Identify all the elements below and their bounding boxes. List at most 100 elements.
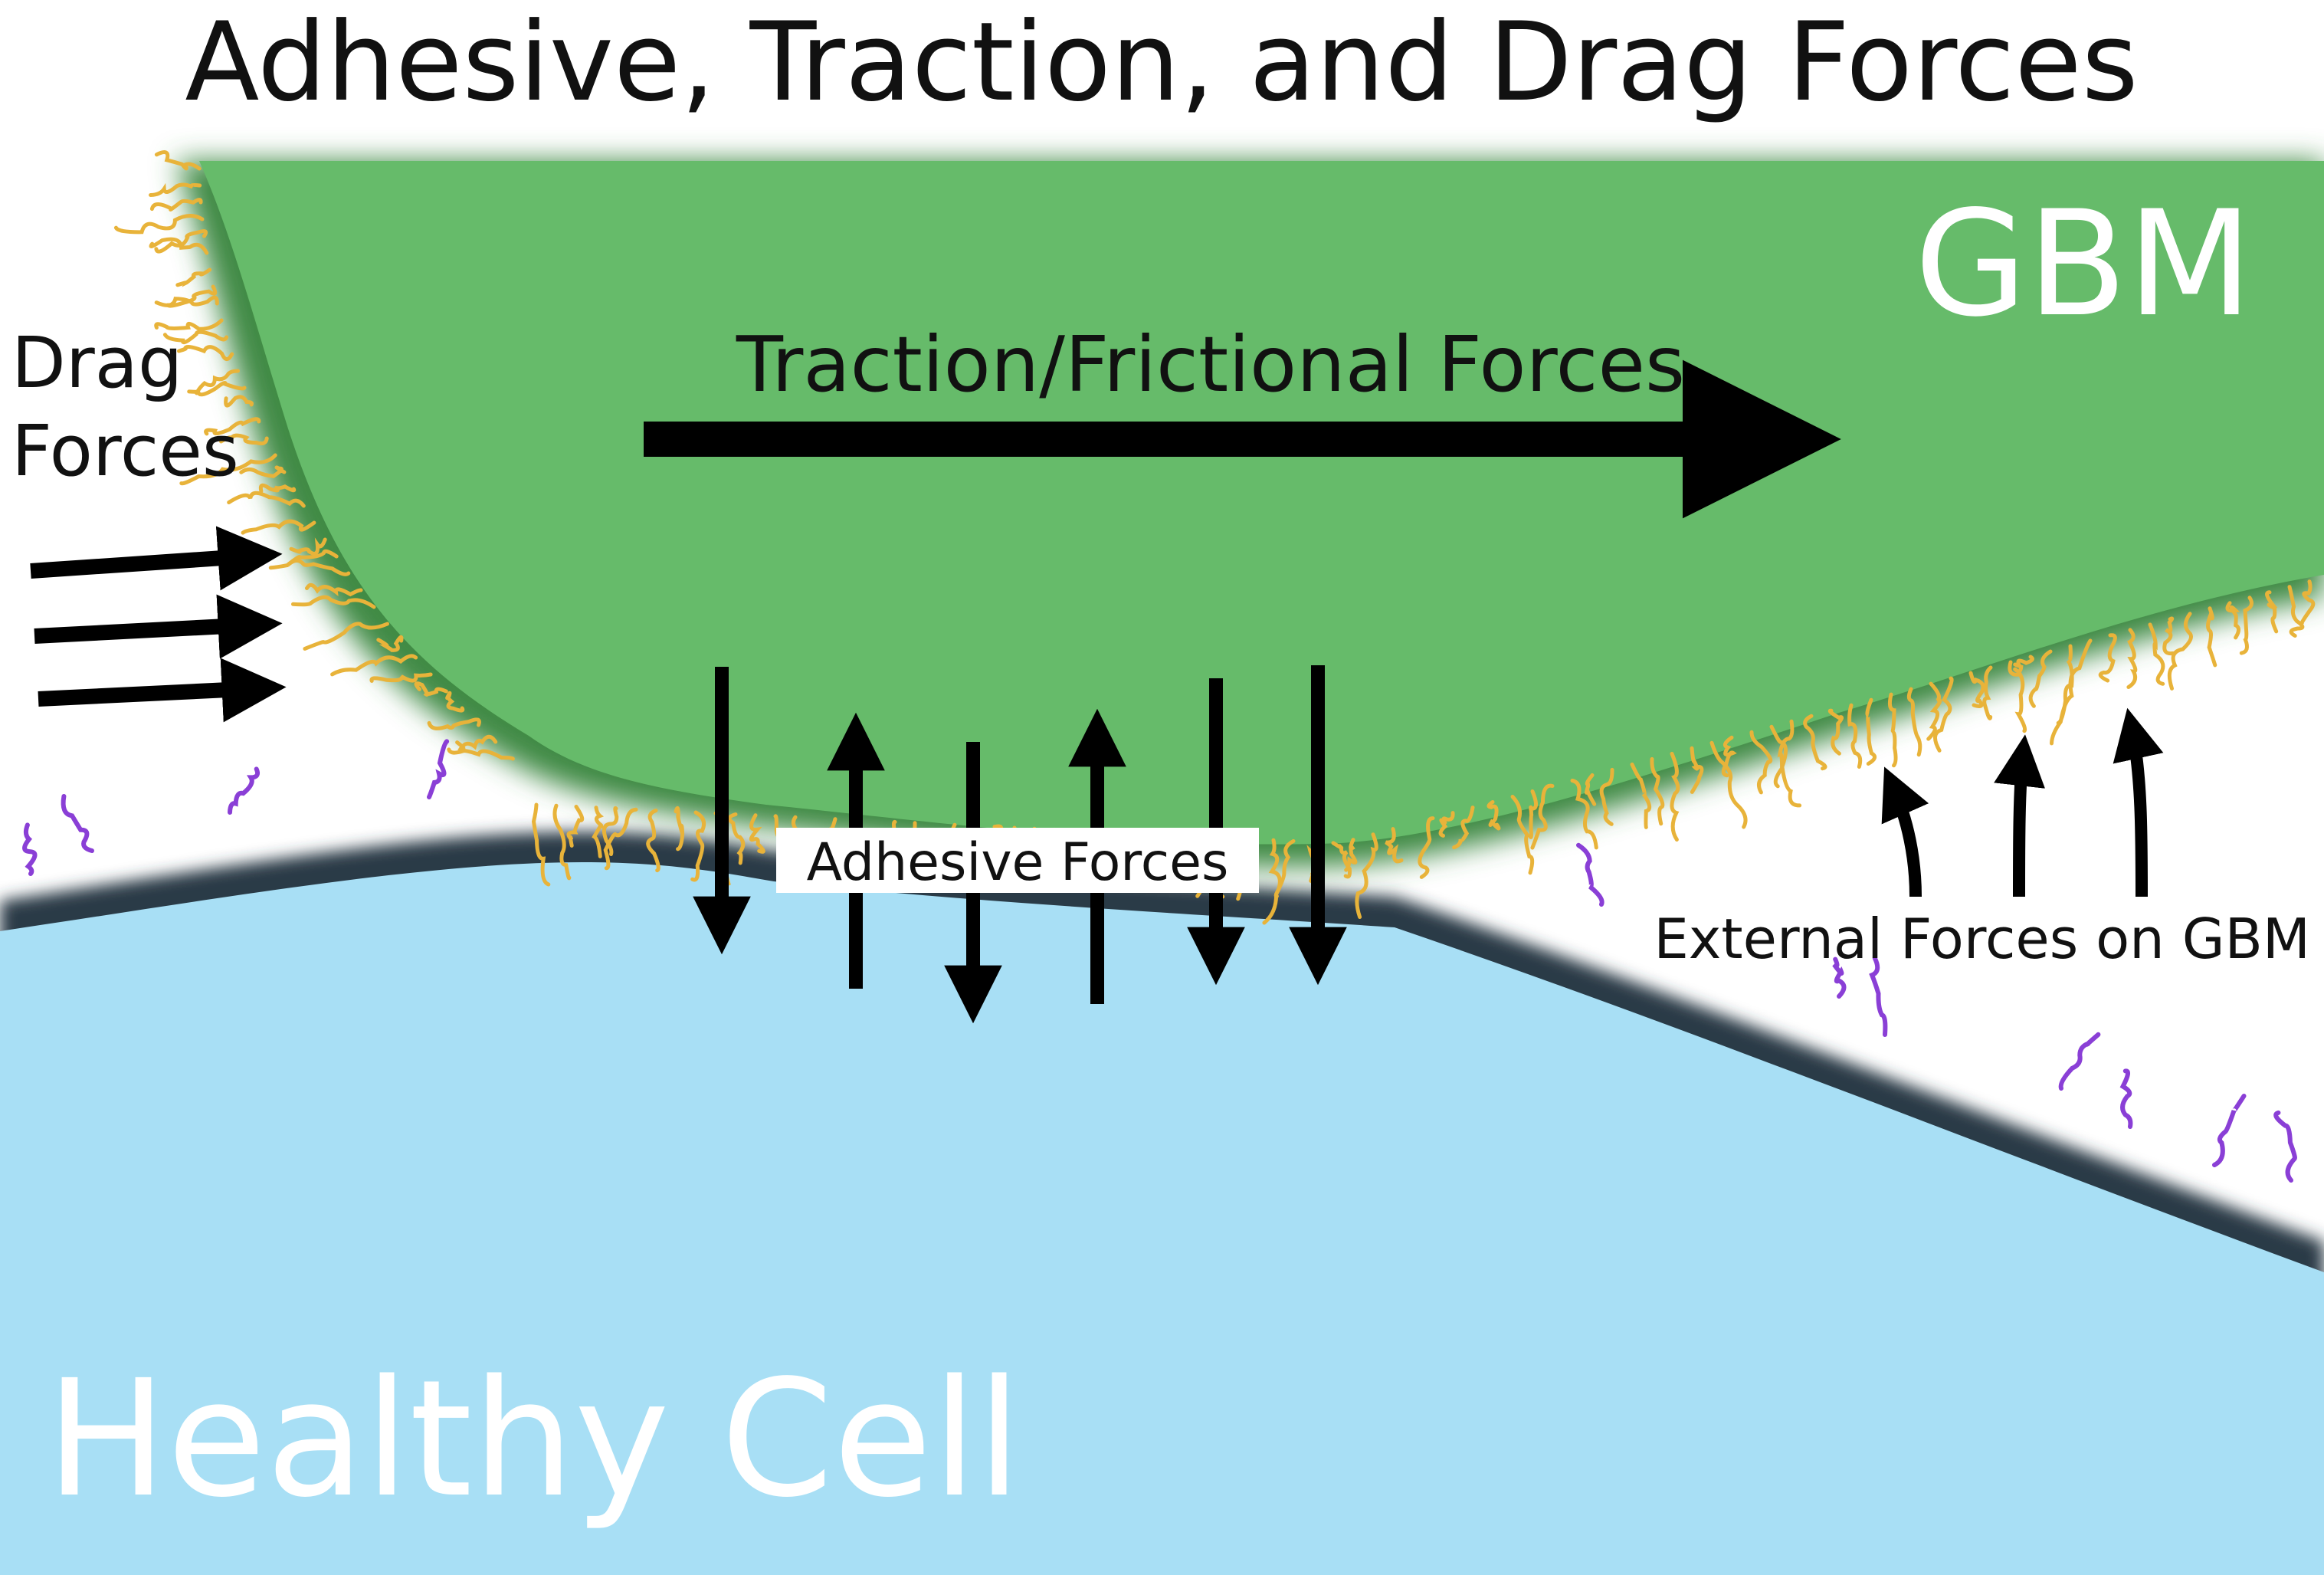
protrusion: [1438, 811, 1455, 838]
adhesive-forces-label: Adhesive Forces: [807, 832, 1229, 893]
protrusion: [303, 622, 389, 651]
traction-forces-label: Traction/Frictional Forces: [736, 320, 1685, 409]
protrusion: [258, 483, 297, 494]
protrusion: [149, 198, 203, 212]
protrusion: [1599, 767, 1614, 826]
protrusion: [1847, 703, 1863, 769]
protrusion: [1650, 756, 1665, 826]
protrusion: [166, 284, 218, 308]
protrusion: [162, 330, 229, 345]
protrusion: [1510, 795, 1535, 875]
protrusion: [1331, 841, 1352, 879]
diagram-title: Adhesive, Traction, and Drag Forces: [185, 0, 2138, 126]
protrusion: [1385, 827, 1404, 864]
protrusion: [22, 822, 38, 876]
protrusion: [455, 734, 498, 751]
protrusion: [646, 809, 660, 873]
protrusion: [1803, 714, 1827, 771]
protrusion: [291, 595, 376, 609]
arrow-right-icon: [38, 658, 287, 723]
protrusion: [2162, 616, 2175, 656]
protrusion: [1865, 697, 1877, 766]
arrow-right-icon: [30, 526, 283, 591]
protrusion: [2008, 660, 2027, 733]
arrow-up-icon: [1994, 734, 2045, 897]
protrusion: [1926, 681, 1942, 741]
protrusion: [427, 717, 481, 730]
protrusion: [1869, 956, 1888, 1037]
protrusion: [149, 182, 202, 197]
drag-arrows: [30, 526, 287, 723]
protrusion: [427, 739, 450, 799]
protrusion: [177, 345, 234, 362]
protrusion: [286, 559, 351, 576]
protrusion: [2273, 1110, 2297, 1183]
protrusion: [727, 812, 746, 865]
protrusion: [61, 794, 94, 853]
protrusion: [445, 691, 465, 713]
protrusion: [749, 813, 765, 854]
drag-forces-label-line2: Forces: [11, 410, 239, 492]
protrusion: [1887, 692, 1898, 768]
gbm-label: GBM: [1914, 179, 2253, 349]
protrusion: [1452, 806, 1475, 850]
protrusion: [2299, 579, 2316, 625]
protrusion: [552, 803, 572, 881]
healthy-cell-body: [0, 832, 2324, 1575]
protrusion: [566, 805, 585, 848]
protrusion: [289, 537, 327, 556]
arrow-up-icon: [2113, 707, 2164, 897]
protrusion: [1487, 800, 1501, 831]
protrusion: [2119, 1068, 2133, 1129]
protrusion: [690, 810, 706, 882]
protrusion: [149, 237, 209, 255]
protrusion: [2206, 606, 2217, 668]
protrusion: [369, 672, 433, 683]
protrusion: [1530, 783, 1555, 850]
protrusion: [154, 229, 208, 254]
protrusion: [2287, 585, 2305, 638]
protrusion: [674, 806, 685, 851]
protrusion: [1773, 719, 1795, 789]
protrusion: [2028, 649, 2053, 708]
protrusion: [1827, 708, 1844, 756]
protrusion: [1709, 740, 1748, 829]
protrusion: [414, 681, 448, 697]
protrusion: [154, 318, 224, 331]
protrusion: [2098, 633, 2117, 683]
protrusion: [2013, 655, 2034, 674]
protrusion: [219, 433, 269, 446]
protrusion: [175, 267, 212, 287]
arrow-up-icon: [1881, 766, 1929, 897]
protrusion: [592, 806, 604, 858]
protrusion: [227, 491, 306, 508]
protrusion: [154, 150, 202, 171]
protrusion: [239, 465, 287, 478]
protrusion: [1968, 671, 1985, 708]
protrusion: [1982, 665, 1993, 720]
protrusion: [1749, 730, 1773, 795]
protrusion: [1418, 816, 1435, 879]
protrusion: [330, 654, 418, 677]
protrusion: [447, 747, 515, 761]
protrusion: [2126, 628, 2138, 689]
protrusion: [1690, 746, 1704, 794]
protrusion: [1262, 838, 1296, 925]
protrusion: [1630, 762, 1652, 829]
protrusion: [2148, 622, 2165, 686]
protrusion: [154, 295, 219, 307]
external-forces-label: External Forces on GBM: [1654, 907, 2310, 971]
protrusion: [179, 453, 277, 486]
protrusion: [1906, 687, 1922, 757]
protrusion: [113, 214, 205, 235]
external-arrows: [1881, 707, 2164, 897]
protrusion: [1933, 676, 1954, 753]
protrusion: [376, 635, 404, 652]
protrusion: [1344, 838, 1358, 872]
protrusion: [1832, 956, 1847, 999]
protrusion: [2265, 590, 2279, 634]
protrusion: [2050, 638, 2093, 746]
protrusion: [1570, 779, 1598, 850]
